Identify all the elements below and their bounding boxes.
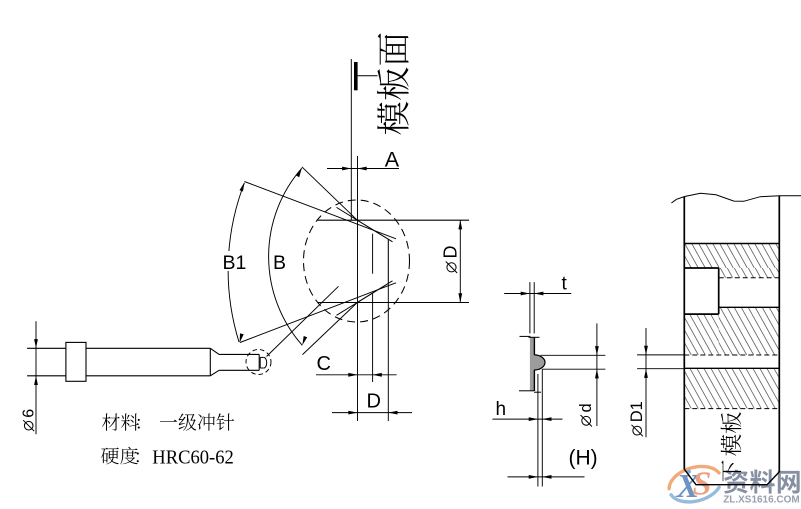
- svg-text:h: h: [496, 399, 507, 420]
- svg-text:ZL.XS1616.COM: ZL.XS1616.COM: [723, 493, 800, 505]
- svg-text:HRC60-62: HRC60-62: [152, 447, 234, 469]
- svg-text:(H): (H): [569, 447, 598, 470]
- svg-text:D: D: [367, 391, 381, 413]
- svg-text:D1: D1: [628, 401, 646, 422]
- svg-text:B1: B1: [223, 252, 247, 274]
- svg-text:D: D: [441, 246, 461, 259]
- svg-text:6: 6: [21, 409, 38, 418]
- svg-text:t: t: [562, 274, 568, 295]
- svg-text:A: A: [385, 148, 400, 172]
- svg-text:B: B: [273, 252, 286, 274]
- svg-text:C: C: [317, 353, 331, 375]
- svg-text:d: d: [577, 403, 595, 412]
